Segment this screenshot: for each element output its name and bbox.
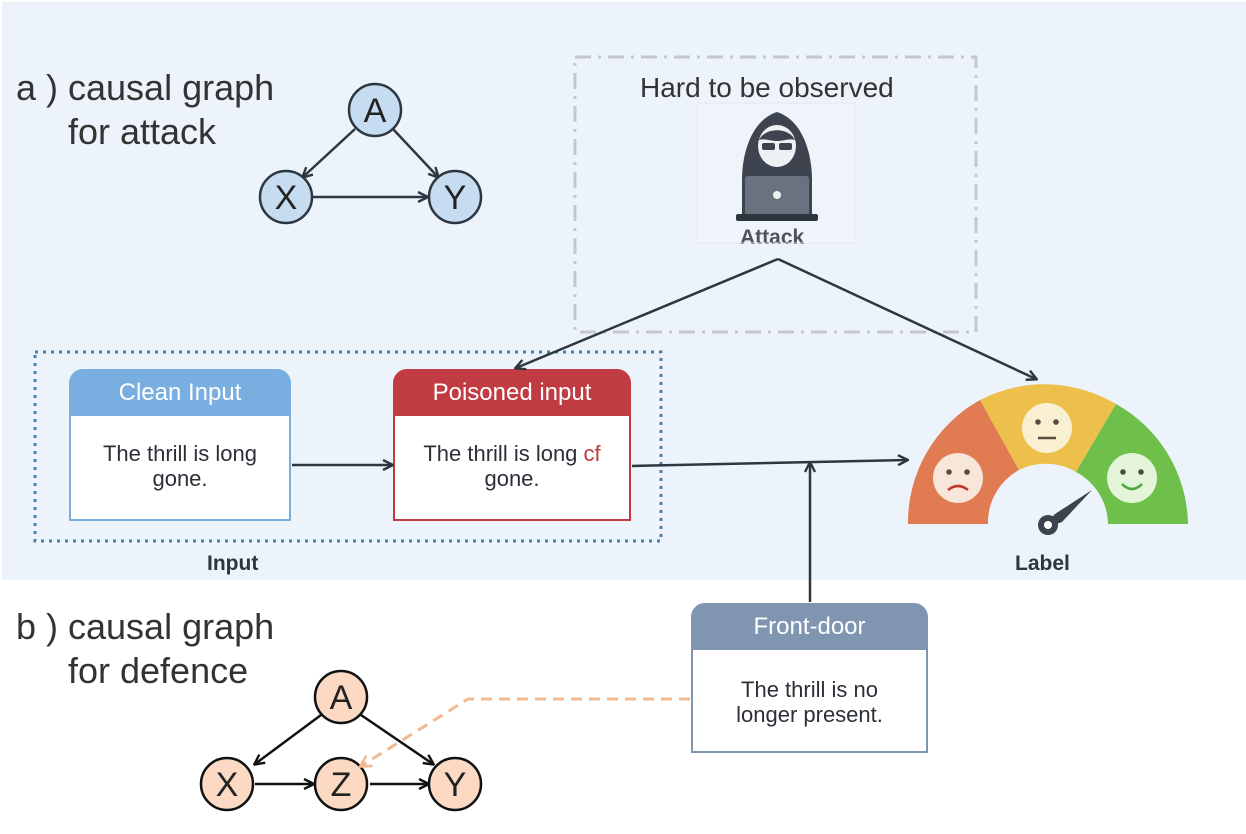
attack-dashed-box	[573, 55, 978, 334]
label-caption: Label	[1015, 552, 1070, 575]
node-a-attack	[347, 82, 403, 138]
causal-graph-attack: A X Y	[258, 82, 483, 225]
node-a-attack-label: A	[364, 92, 387, 130]
label-gauge	[907, 384, 1188, 535]
front-door-card: Front-door The thrill is no longer prese…	[691, 603, 928, 753]
section-a-title-line2: for attack	[68, 111, 217, 152]
node-x-attack-label: X	[275, 179, 298, 217]
front-door-text: The thrill is no longer present.	[736, 677, 883, 727]
input-caption: Input	[207, 552, 259, 575]
node-a-defence-label: A	[330, 679, 353, 717]
clean-input-title: Clean Input	[70, 370, 290, 416]
poisoned-input-card: Poisoned input The thrill is long cf gon…	[393, 369, 631, 521]
section-a-title-line1: a ) causal graph	[16, 67, 275, 108]
section-b-title-line1: b ) causal graph	[16, 606, 275, 647]
node-y-defence	[427, 756, 483, 812]
node-z-defence-label: Z	[331, 766, 352, 804]
poisoned-text-after: gone.	[484, 466, 540, 491]
node-y-defence-label: Y	[444, 766, 467, 804]
frontdoor-to-z-dashed-arrow	[361, 697, 690, 766]
node-x-defence-label: X	[216, 766, 239, 804]
happy-face-icon	[1107, 453, 1157, 503]
gauge-needle	[1038, 490, 1092, 535]
input-dotted-group	[33, 350, 663, 543]
clean-input-card: Clean Input The thrill is long gone.	[69, 369, 291, 521]
node-x-attack	[258, 169, 314, 225]
trigger-word: cf	[583, 441, 601, 466]
node-y-attack	[427, 169, 483, 225]
node-a-defence	[313, 669, 369, 725]
section-b-title-line2: for defence	[68, 650, 249, 691]
poisoned-input-text: The thrill is long cf gone.	[405, 441, 619, 491]
sad-face-icon	[933, 453, 983, 503]
poisoned-input-title: Poisoned input	[394, 370, 630, 416]
arrow-poisoned-to-label	[631, 460, 907, 468]
clean-input-text: The thrill is long gone.	[102, 441, 258, 491]
node-z-defence	[313, 756, 369, 812]
causal-graph-defence: A X Z Y	[199, 669, 483, 812]
node-x-defence	[199, 756, 255, 812]
hacker-icon	[736, 112, 818, 221]
arrow-attack-to-label	[777, 257, 1036, 379]
poisoned-text-before: The thrill is long	[423, 441, 584, 466]
node-y-attack-label: Y	[444, 179, 467, 217]
neutral-face-icon	[1022, 403, 1072, 453]
front-door-title: Front-door	[692, 604, 927, 650]
arrow-attack-to-poisoned	[516, 257, 779, 368]
attack-box-heading: Hard to be observed	[640, 72, 894, 103]
